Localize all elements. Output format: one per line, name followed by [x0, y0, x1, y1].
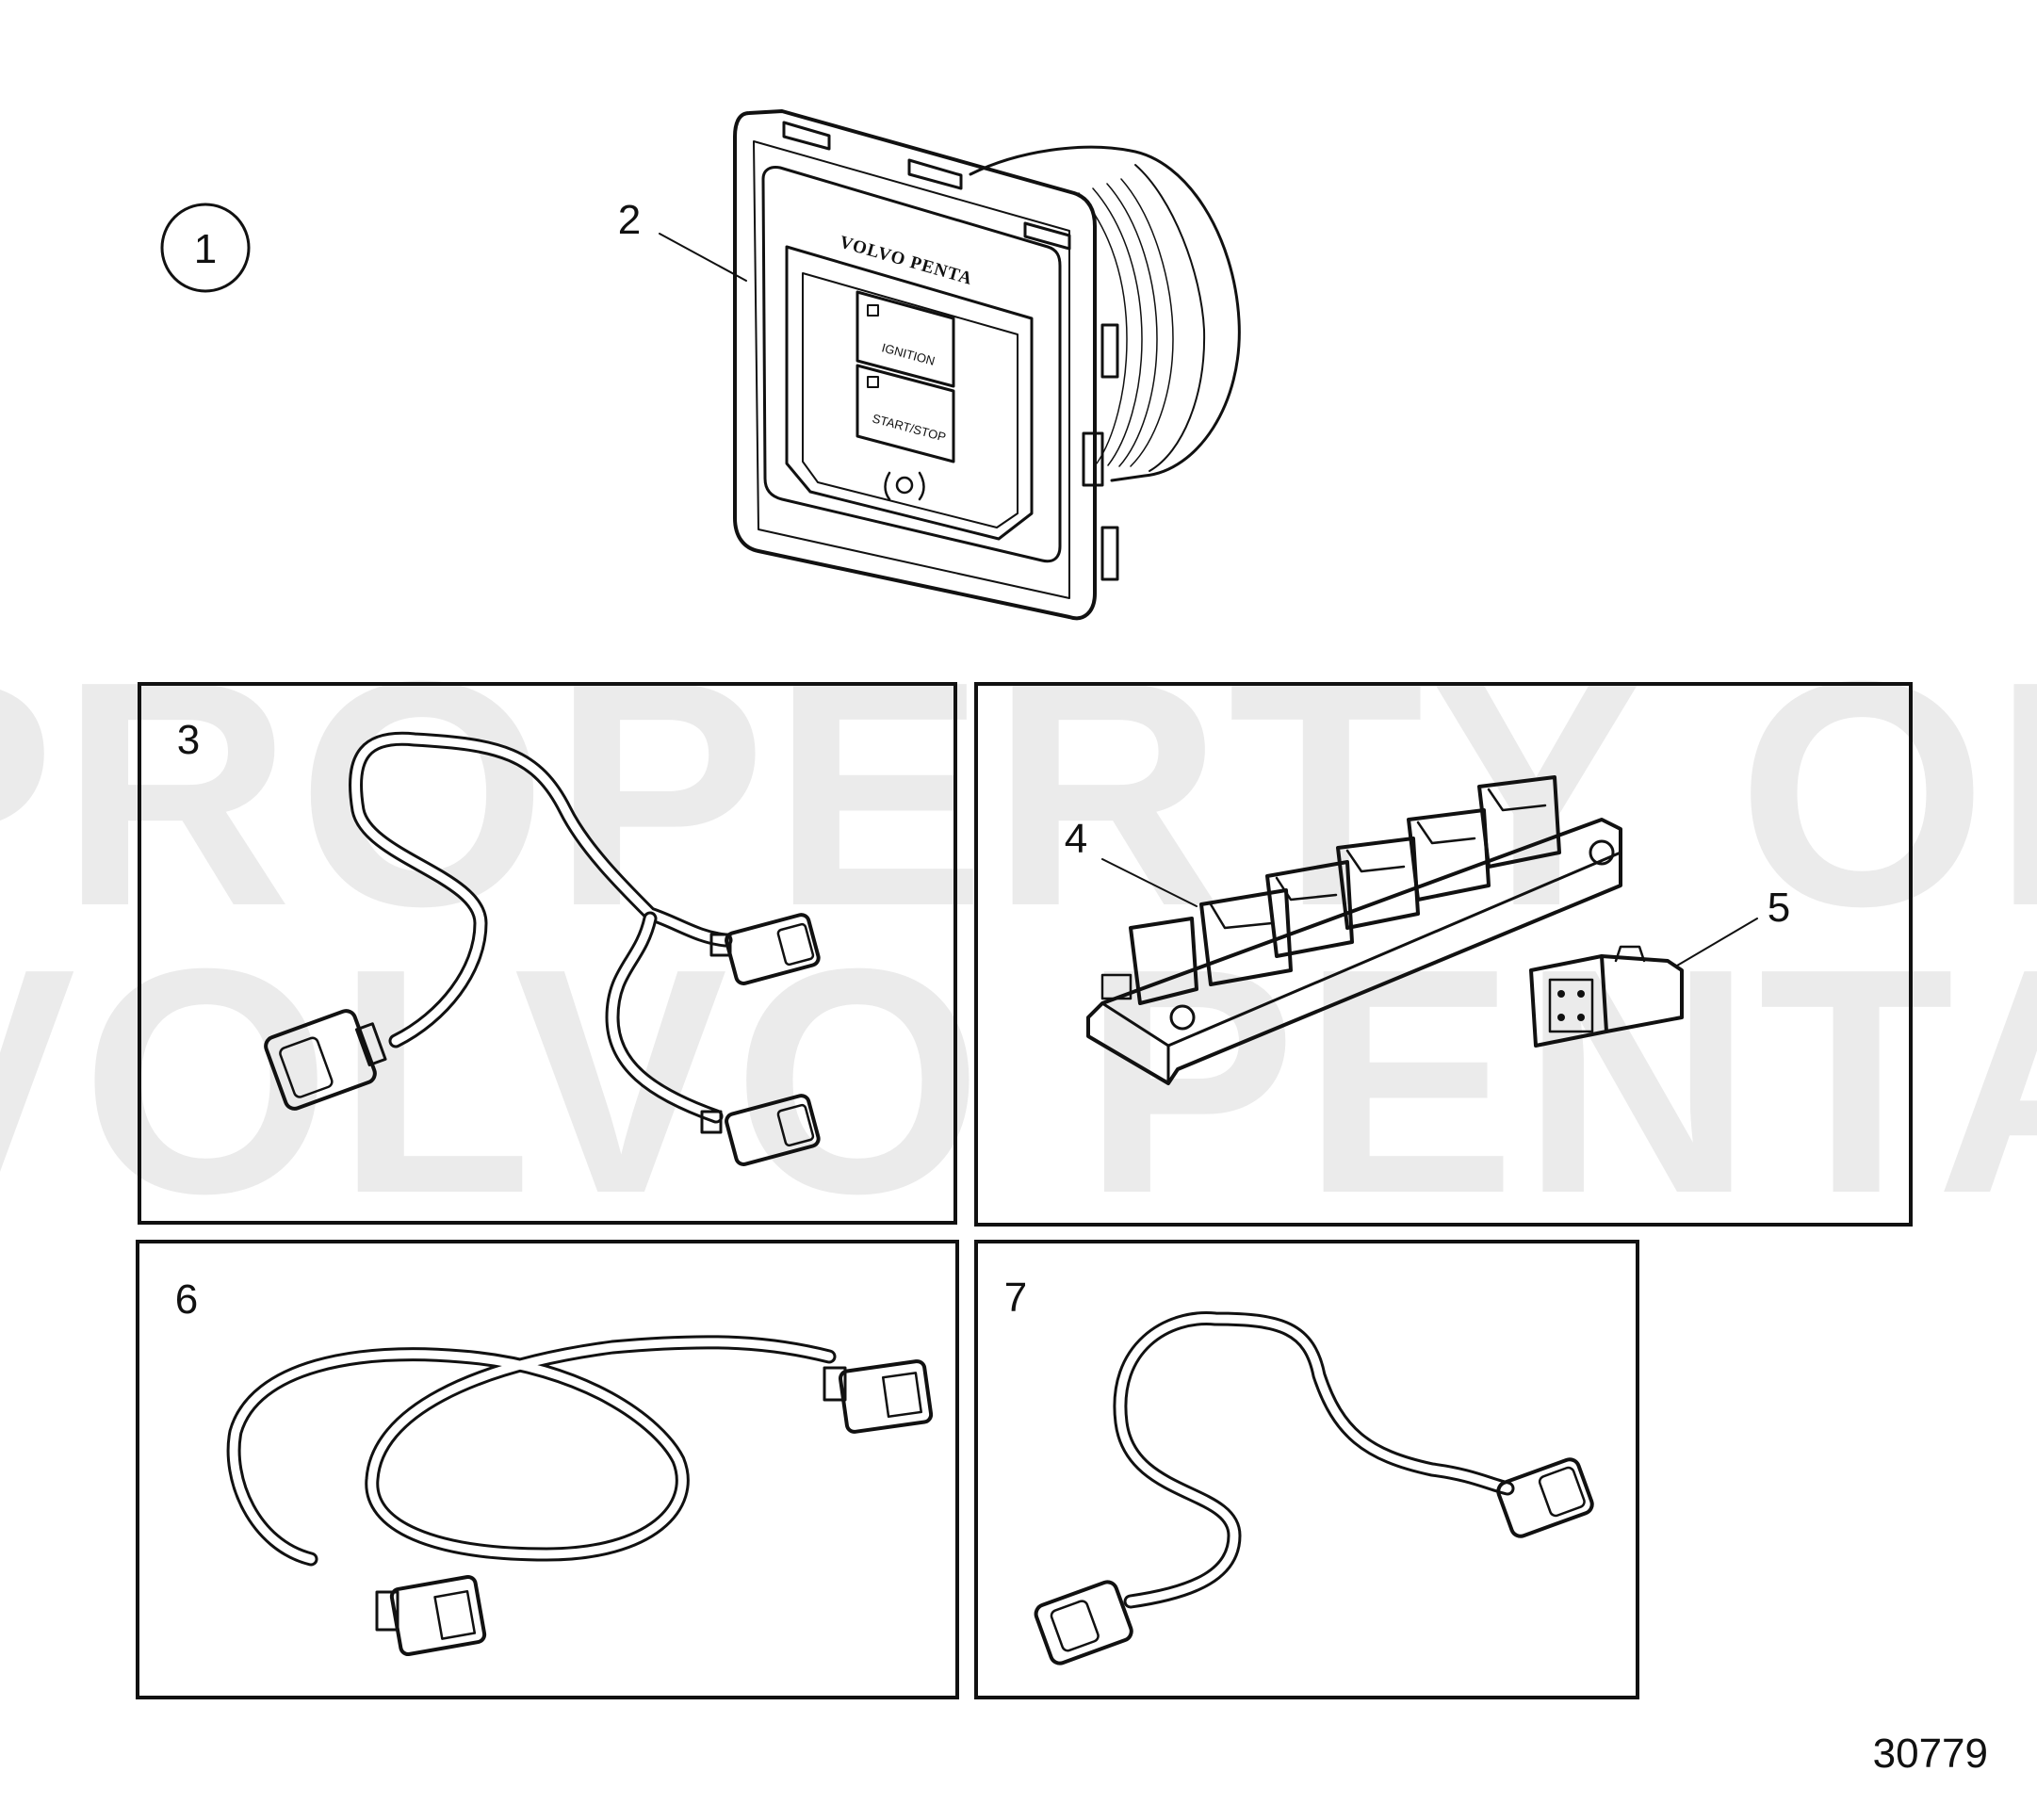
item-4-connector-rail: [1086, 775, 1622, 1085]
item-7-connector-a: [1034, 1580, 1133, 1666]
control-panel-illustration: IGNITION START/STOP VOLVO PENTA: [733, 109, 1241, 621]
item-3-branch-connector-b: [700, 1094, 821, 1166]
start-stop-button-label: START/STOP: [871, 411, 947, 444]
item-7-connector-b: [1496, 1457, 1594, 1538]
leader-line-2: [659, 233, 747, 282]
watermark-line1: PROPERTY OF: [0, 615, 2037, 973]
ignition-button-label: IGNITION: [880, 340, 937, 367]
callout-2: 2: [618, 197, 641, 243]
leader-line-5: [1676, 918, 1758, 967]
leader-line-4: [1101, 858, 1198, 907]
item-6-connector-b: [823, 1359, 934, 1434]
watermark: PROPERTY OF VOLVO PENTA: [0, 615, 2037, 1260]
item-7-box: 7: [974, 1240, 1639, 1699]
group-label: 1: [194, 226, 217, 272]
callout-4: 4: [1065, 816, 1087, 862]
item-3-branch-connector-a: [709, 913, 821, 985]
callout-3: 3: [177, 717, 200, 763]
item-3-main-connector: [264, 1009, 387, 1111]
rail-sockets: [1129, 775, 1561, 1005]
keyfob-symbol-icon: [884, 471, 925, 501]
item-3-box: 3: [138, 682, 957, 1225]
callout-7: 7: [1004, 1275, 1027, 1321]
callout-6: 6: [175, 1276, 198, 1323]
figure-number: 30779: [1873, 1731, 1988, 1777]
watermark-line2: VOLVO PENTA: [0, 902, 2037, 1260]
item-4-5-box: 4 5: [974, 682, 1913, 1227]
item-5-plug: [1529, 945, 1684, 1048]
item-6-box: 6: [136, 1240, 959, 1699]
item-6-connector-a: [375, 1574, 487, 1657]
callout-5: 5: [1768, 885, 1790, 931]
housing-ribs: [1078, 178, 1174, 467]
group-label-circle: 1: [160, 203, 251, 293]
